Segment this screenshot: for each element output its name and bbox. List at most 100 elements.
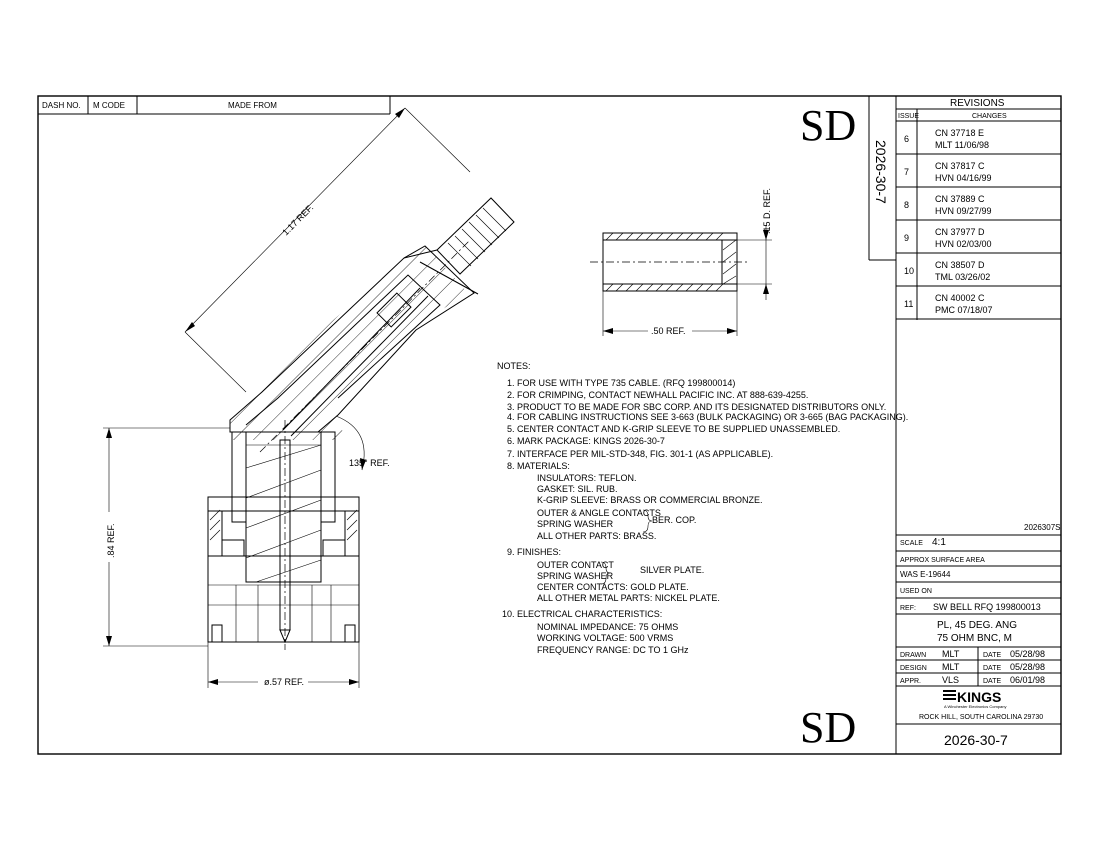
notes-section: NOTES: 1. FOR USE WITH TYPE 735 CABLE. (… [497,361,908,655]
revision-author-date: HVN 09/27/99 [935,206,992,216]
signoff-role: DESIGN [900,665,927,672]
sleeve-hatching [605,232,737,292]
material-spring-washer: SPRING WASHER [537,519,614,529]
company-tagline: A Winchester Electronics Company [944,704,1006,709]
title-block: REVISIONS ISSUE CHANGES 6 CN 37718 E MLT 1… [895,96,1061,754]
finish-silver-plate: SILVER PLATE. [640,565,704,575]
note-4: 4. FOR CABLING INSTRUCTIONS SEE 3-663 (B… [507,412,908,422]
signoff-date-label: DATE [983,665,1001,672]
note-5: 5. CENTER CONTACT AND K-GRIP SLEEVE TO B… [507,424,840,434]
dimension-diameter-label: ø.57 REF. [264,677,304,687]
electrical-heading: 10. ELECTRICAL CHARACTERISTICS: [502,609,662,619]
description-line-2: 75 OHM BNC, M [937,633,1012,644]
notes-heading: NOTES: [497,361,531,371]
finish-other-metal: ALL OTHER METAL PARTS: NICKEL PLATE. [537,593,720,603]
ref-label: REF: [900,605,916,612]
material-outer-contacts: OUTER & ANGLE CONTACTS [537,508,661,518]
signoff-date-label: DATE [983,678,1001,685]
revision-issue: 10 [904,266,914,276]
scale-label: SCALE [900,540,923,547]
revision-change-number: CN 37718 E [935,128,984,138]
signoff-name: MLT [942,662,960,672]
vertical-body [231,420,336,650]
description-line-1: PL, 45 DEG. ANG [937,620,1017,631]
material-gasket: GASKET: SIL. RUB. [537,484,618,494]
revision-issue: 8 [904,200,909,210]
drawing-number: 2026-30-7 [944,732,1008,748]
finish-spring-washer: SPRING WASHER [537,571,614,581]
revision-change-number: CN 40002 C [935,293,985,303]
header-made-from: MADE FROM [228,101,277,110]
revision-author-date: MLT 11/06/98 [935,140,989,150]
revision-change-number: CN 38507 D [935,260,985,270]
signoff-role: DRAWN [900,652,926,659]
signoff-date: 05/28/98 [1010,662,1045,672]
electrical-voltage: WORKING VOLTAGE: 500 VRMS [537,633,673,643]
material-insulators: INSULATORS: TEFLON. [537,473,637,483]
kings-logo: KINGS [943,689,1001,705]
note-8: 8. MATERIALS: [507,461,570,471]
signoff-name: MLT [942,649,960,659]
revision-change-number: CN 37817 C [935,161,985,171]
dimension-angle: 135° REF. [335,415,390,471]
material-other: ALL OTHER PARTS: BRASS. [537,531,656,541]
crimp-barrel [403,197,515,295]
dimension-sleeve-dia-label: .15 D. REF. [762,188,772,234]
company-name: KINGS [957,689,1001,705]
electrical-impedance: NOMINAL IMPEDANCE: 75 OHMS [537,622,678,632]
dimension-sleeve-length-label: .50 REF. [651,326,686,336]
revision-author-date: HVN 02/03/00 [935,239,992,249]
vertical-part-number: 2026-30-7 [873,140,889,204]
dimension-length-label: 1.17 REF. [280,202,315,237]
ref-value: SW BELL RFQ 199800013 [933,602,1041,612]
revision-author-date: TML 03/26/02 [935,272,990,282]
note-7: 7. INTERFACE PER MIL-STD-348, FIG. 301-1… [507,449,773,459]
dimension-height-label: .84 REF. [106,523,116,558]
revision-author-date: HVN 04/16/99 [935,173,992,183]
scale-value: 4:1 [932,537,946,548]
angled-center-contact [259,239,471,453]
note-1: 1. FOR USE WITH TYPE 735 CABLE. (RFQ 199… [507,378,735,388]
revision-change-number: CN 37889 C [935,194,985,204]
note-6: 6. MARK PACKAGE: KINGS 2026-30-7 [507,436,665,446]
dimension-diameter: ø.57 REF. [207,642,360,688]
revision-issue: 11 [904,299,913,309]
used-on-label: USED ON [900,588,932,595]
file-reference: 2026307S [1024,523,1060,532]
signoff-role: APPR. [900,678,921,685]
finish-center-contacts: CENTER CONTACTS: GOLD PLATE. [537,582,689,592]
header-dash-no: DASH NO. [42,101,81,110]
header-m-code: M CODE [93,101,125,110]
connector-section-view: 1.17 REF. 135° REF. .84 REF. ø.57 RE [100,107,515,688]
revision-author-date: PMC 07/18/07 [935,305,993,315]
revision-issue: 7 [904,167,909,177]
revisions-col-issue: ISSUE [898,113,919,120]
revisions-title: REVISIONS [950,98,1005,109]
revision-issue: 9 [904,233,909,243]
note-3: 3. PRODUCT TO BE MADE FOR SBC CORP. AND … [507,402,886,412]
company-location: ROCK HILL, SOUTH CAROLINA 29730 [919,714,1043,721]
angled-tube-hatching [228,245,468,440]
revision-issue: 6 [904,134,909,144]
material-k-grip: K-GRIP SLEEVE: BRASS OR COMMERCIAL BRONZ… [537,495,763,505]
signoff-date: 05/28/98 [1010,649,1045,659]
finishes-heading: 9. FINISHES: [507,547,561,557]
k-grip-sleeve-detail: .50 REF. .15 D. REF. [590,188,772,337]
finish-outer-contact: OUTER CONTACT [537,560,614,570]
approx-surface-area-label: APPROX SURFACE AREA [900,557,985,564]
bayonet-coupling-nut [207,496,360,643]
signoff-date-label: DATE [983,652,1001,659]
material-ber-cop: BER. COP. [652,515,696,525]
revision-change-number: CN 37977 D [935,227,985,237]
dimension-height: .84 REF. [100,427,230,647]
signoff-name: VLS [942,675,959,685]
electrical-frequency: FREQUENCY RANGE: DC TO 1 GHz [537,645,689,655]
note-2: 2. FOR CRIMPING, CONTACT NEWHALL PACIFIC… [507,390,808,400]
sd-stamp-bottom: SD [800,703,856,752]
part-number-tab: 2026-30-7 [868,96,896,261]
dimension-angle-label: 135° REF. [349,458,390,468]
sd-stamp-top: SD [800,101,856,150]
sheet-border [37,95,1062,755]
revisions-col-changes: CHANGES [972,113,1007,120]
